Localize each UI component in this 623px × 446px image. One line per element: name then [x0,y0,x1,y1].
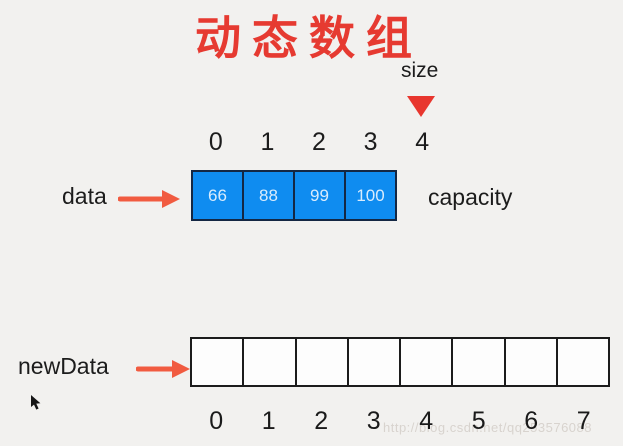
data-arrow-icon [118,190,180,208]
cell-value: 88 [259,185,278,205]
capacity-label: capacity [428,184,513,210]
new-array-cell [349,339,401,385]
top-index-3: 3 [363,128,378,156]
data-array-cell: 99 [295,172,346,219]
size-down-triangle-icon [407,96,435,117]
new-array-cell [506,339,558,385]
bottom-index-1: 1 [261,407,276,435]
cell-value: 100 [356,185,385,205]
bottom-index-0: 0 [209,407,224,435]
top-index-2: 2 [312,128,326,156]
bottom-index-5: 5 [471,407,486,435]
new-array [190,337,610,387]
top-index-4: 4 [415,128,430,156]
data-array-cell: 100 [346,172,395,219]
cell-value: 99 [310,185,329,205]
newdata-arrow-icon [136,360,190,378]
top-index-0: 0 [208,128,223,156]
new-array-cell [192,339,245,385]
data-array-cell: 88 [244,172,295,219]
data-pointer-label: data [62,183,107,209]
new-array-cell [297,339,349,385]
page-title: 动态数组 [195,12,423,64]
cell-value: 66 [208,185,227,205]
bottom-index-7: 7 [576,407,591,435]
bottom-index-6: 6 [524,407,539,435]
watermark: http://blog.csdn.net/qq253576088 [383,420,592,435]
new-array-cell [401,339,454,385]
top-index-1: 1 [260,128,275,156]
bottom-index-row: 0 1 2 3 4 5 6 7 [190,407,610,436]
data-array-cell: 66 [193,172,244,219]
new-array-cell [244,339,297,385]
bottom-index-3: 3 [366,407,381,435]
bottom-index-2: 2 [314,407,329,435]
bottom-index-4: 4 [419,407,434,435]
mouse-cursor-icon [31,395,41,410]
new-array-cell [453,339,506,385]
newdata-pointer-label: newData [18,353,109,379]
new-array-cell [558,339,608,385]
size-label: size [401,59,439,82]
top-index-row: 0 1 2 3 4 [190,128,448,157]
data-array: 66 88 99 100 [191,170,397,221]
